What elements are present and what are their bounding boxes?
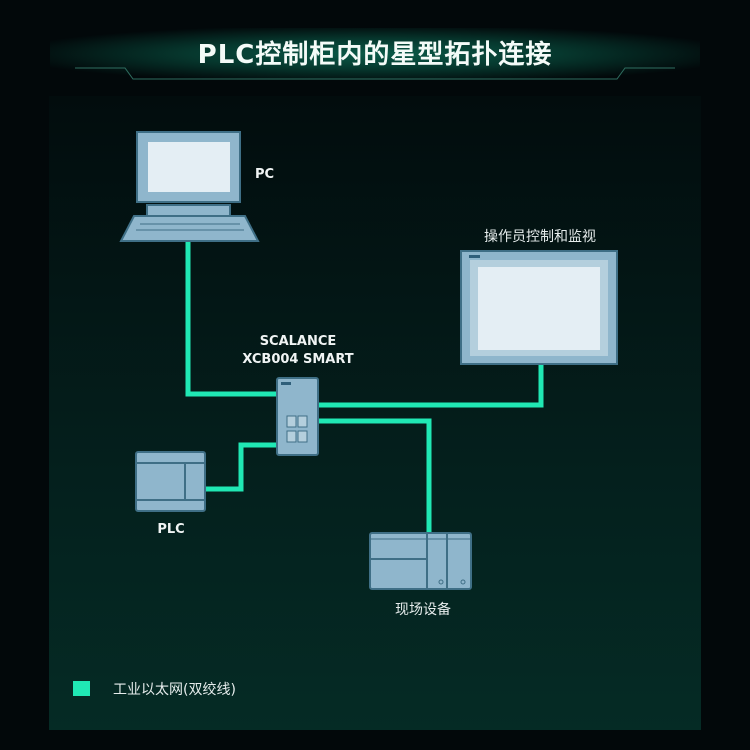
pc-icon[interactable] — [119, 131, 260, 242]
switch-label-line1: SCALANCE — [259, 334, 337, 349]
banner-decoration — [75, 67, 675, 80]
hmi-label: 操作员控制和监视 — [484, 229, 596, 245]
link-plc-switch — [204, 442, 278, 492]
switch-icon[interactable] — [276, 377, 319, 456]
legend-swatch — [73, 681, 90, 696]
field-device-icon[interactable] — [369, 532, 472, 590]
page-title: PLC控制柜内的星型拓扑连接 — [197, 40, 553, 70]
ethernet-links — [185, 242, 544, 534]
switch-label-line2: XCB004 SMART — [242, 352, 354, 367]
hmi-panel-icon[interactable] — [460, 250, 618, 365]
plc-icon[interactable] — [135, 451, 206, 512]
link-switch-field — [317, 418, 432, 534]
plc-label: PLC — [157, 522, 185, 537]
title-banner — [50, 28, 700, 80]
link-pc-switch — [185, 242, 278, 397]
legend-label: 工业以太网(双绞线) — [113, 682, 236, 698]
link-switch-hmi — [317, 362, 544, 408]
pc-label: PC — [255, 167, 275, 182]
field-device-label: 现场设备 — [395, 602, 451, 618]
